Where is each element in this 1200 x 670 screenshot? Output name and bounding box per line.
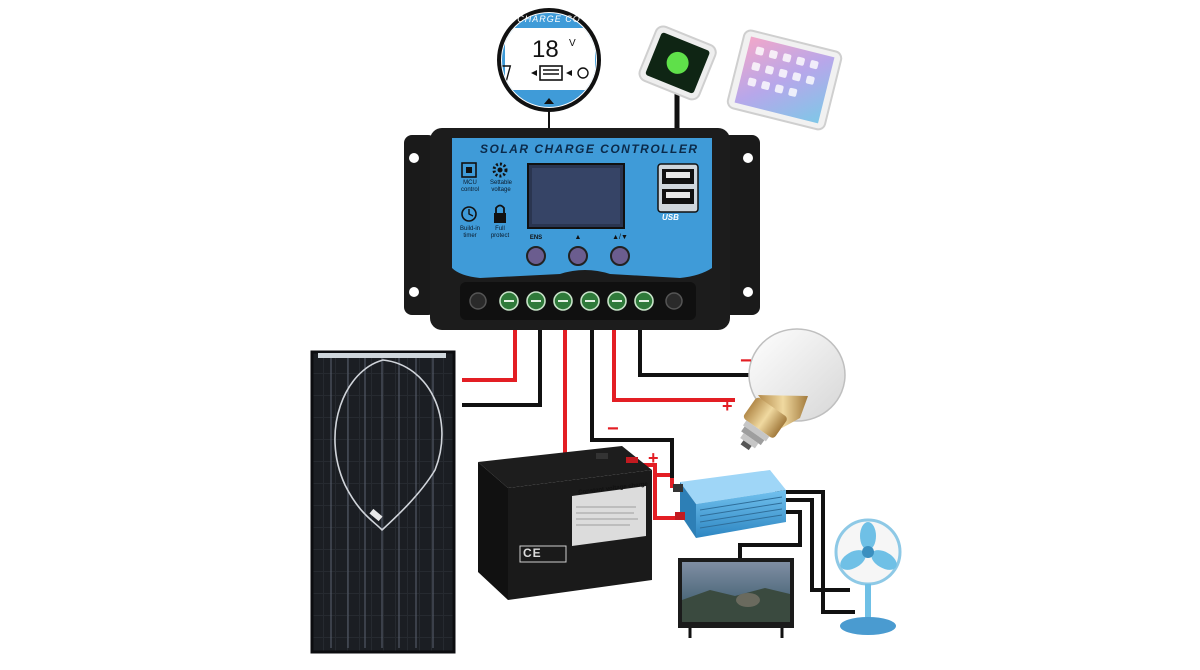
- display-zoom-voltage: 18: [532, 36, 559, 63]
- lock-icon: [494, 213, 506, 223]
- battery-plus-label: +: [648, 448, 659, 468]
- battery-front: [478, 462, 508, 600]
- display-zoom-unit: V: [569, 38, 576, 49]
- button-label-2: ▲: [574, 234, 582, 241]
- battery-negative-wire: [590, 330, 674, 478]
- bulb-base: [740, 397, 787, 451]
- chip-icon: [461, 162, 477, 178]
- tablet: [726, 29, 843, 131]
- feature-label-mcu-control: MCU control: [460, 180, 479, 193]
- phone-charging-icon: [666, 51, 689, 74]
- terminal-block: [460, 282, 696, 320]
- inverter-input-positive: [675, 512, 685, 520]
- charge-controller: [404, 128, 760, 330]
- solar-panel: [310, 350, 456, 654]
- controller-button-3: [610, 246, 630, 266]
- zoom-panel-icon: [502, 65, 512, 81]
- battery: [478, 446, 652, 600]
- solar-panel-connector: [369, 508, 383, 522]
- fan-wire: [775, 490, 855, 614]
- terminal-screw-left: [469, 292, 487, 310]
- load-positive-wire: [612, 330, 735, 402]
- display-zoom: [497, 8, 601, 112]
- inverter-positive-wire: [653, 470, 682, 520]
- usb-label: USB: [662, 213, 679, 222]
- controller-button-2: [568, 246, 588, 266]
- inverter-input-negative: [673, 484, 683, 492]
- solar-positive-wire: [462, 330, 517, 382]
- battery-minus-label: −: [607, 418, 619, 440]
- load-plus-label: +: [722, 396, 733, 416]
- inverter: [673, 470, 786, 538]
- feature-label-build-in-timer: Build-in timer: [459, 226, 480, 239]
- load-negative-wire: [638, 330, 755, 377]
- feature-label-full-protect: Full protect: [490, 226, 510, 239]
- light-bulb: [740, 328, 846, 451]
- button-label-1: ENS: [529, 235, 543, 241]
- battery-certification-marks: CE: [523, 546, 542, 560]
- battery-negative-terminal: [596, 453, 608, 459]
- controller-ear-left: [404, 135, 436, 315]
- controller-title: SOLAR CHARGE CONTROLLER: [480, 142, 699, 156]
- gear-icon: [492, 162, 508, 178]
- controller-button-1: [526, 246, 546, 266]
- display-zoom-header: CHARGE CO: [517, 14, 581, 24]
- fan: [834, 518, 902, 635]
- button-label-3: ▲/▼: [612, 234, 628, 241]
- solar-panel-cable: [334, 359, 443, 532]
- zoom-battery-icon: [539, 65, 563, 81]
- battery-positive-terminal: [626, 457, 638, 463]
- zoom-bulb-icon: [577, 67, 589, 79]
- phone: [638, 25, 717, 101]
- controller-ear-right: [722, 135, 760, 315]
- battery-top: [478, 446, 652, 488]
- tv-wire: [738, 510, 802, 560]
- terminal-screw-right: [665, 292, 683, 310]
- tv: [678, 558, 794, 638]
- feature-label-settable-voltage: Settable voltage: [489, 180, 513, 193]
- solar-negative-wire: [462, 330, 542, 407]
- clock-icon: [461, 206, 477, 222]
- fan-wire-2: [775, 498, 850, 592]
- load-minus-label: −: [740, 350, 752, 372]
